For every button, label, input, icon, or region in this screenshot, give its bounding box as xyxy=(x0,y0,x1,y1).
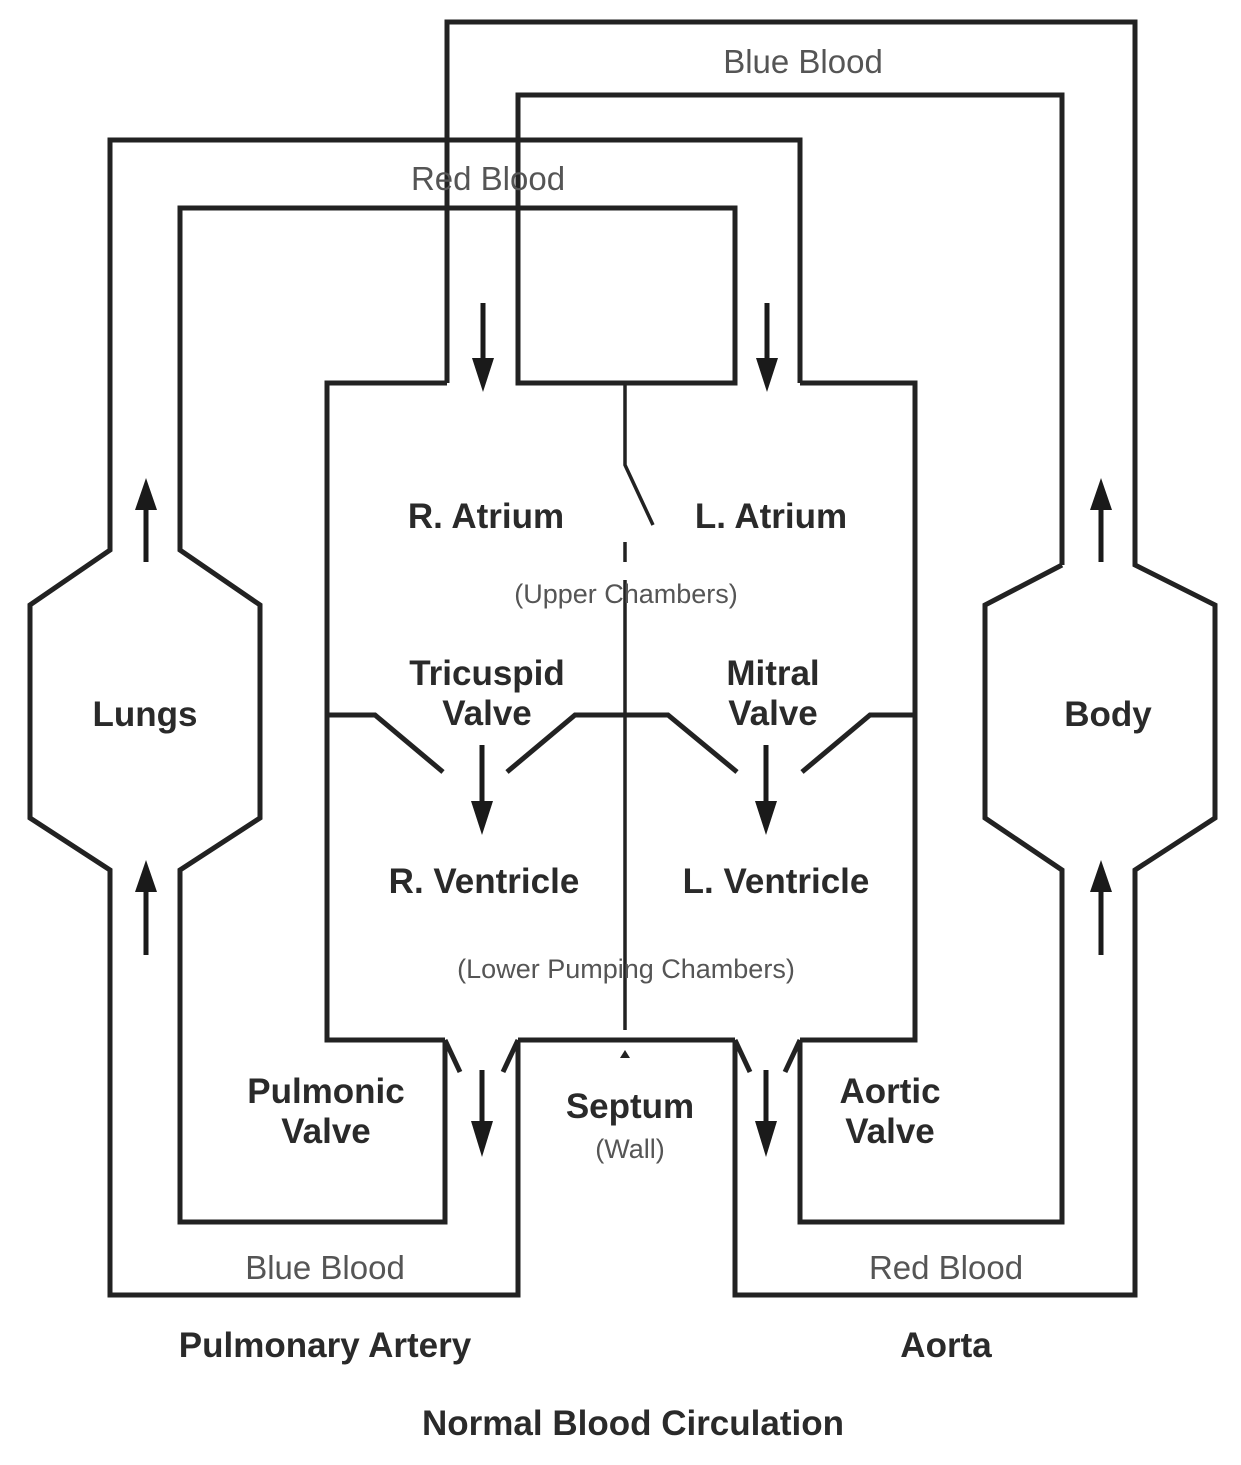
aortic-valve-label-line2: Valve xyxy=(845,1112,935,1151)
arrow-into-right-atrium xyxy=(472,303,494,392)
arrow-mitral-flow xyxy=(755,745,777,835)
septum-pointer xyxy=(620,1050,630,1058)
blue-blood-top-label: Blue Blood xyxy=(723,43,883,80)
arrow-tricuspid-flow xyxy=(471,745,493,835)
arrow-body-up-top xyxy=(1090,478,1112,562)
pulmonic-valve-label-line1: Pulmonic xyxy=(247,1072,405,1111)
pulmonic-valve-left-flap xyxy=(442,1038,463,1074)
aortic-valve-label-line1: Aortic xyxy=(839,1072,940,1111)
body-label: Body xyxy=(1064,695,1152,734)
tricuspid-valve-label-line2: Valve xyxy=(442,694,532,733)
mitral-valve-label-line2: Valve xyxy=(728,694,818,733)
diagram-title: Normal Blood Circulation xyxy=(422,1404,844,1443)
lower-chambers-label: (Lower Pumping Chambers) xyxy=(457,954,795,984)
arrow-aortic-flow xyxy=(755,1070,777,1157)
tricuspid-valve-left-flap xyxy=(327,712,445,774)
tricuspid-valve-right-flap xyxy=(505,712,739,774)
blue-blood-bottom-label: Blue Blood xyxy=(245,1249,405,1286)
septum-wall-note: (Wall) xyxy=(595,1134,664,1164)
mitral-valve-right-flap xyxy=(800,712,915,774)
septum-label: Septum xyxy=(566,1087,694,1126)
pulmonic-valve-right-flap xyxy=(500,1038,521,1074)
lungs-label: Lungs xyxy=(93,695,198,734)
blue-blood-return-path xyxy=(444,19,1218,1298)
aortic-valve-right-flap xyxy=(782,1038,803,1074)
arrow-lungs-up-bottom xyxy=(135,860,157,955)
arrow-lungs-up-top xyxy=(135,478,157,562)
aorta-label: Aorta xyxy=(900,1326,992,1365)
arrow-pulmonic-flow xyxy=(471,1070,493,1157)
arrow-body-up-bottom xyxy=(1090,860,1112,955)
heart-upper-right-wall xyxy=(800,380,918,1043)
red-blood-top-label: Red Blood xyxy=(411,160,565,197)
pulmonary-artery-label: Pulmonary Artery xyxy=(179,1326,472,1365)
left-atrium-label: L. Atrium xyxy=(695,497,847,536)
arrow-into-left-atrium xyxy=(756,303,778,392)
tricuspid-valve-label-line1: Tricuspid xyxy=(409,654,565,693)
heart-upper-left-wall xyxy=(324,380,447,1043)
upper-chambers-label: (Upper Chambers) xyxy=(514,579,738,609)
pulmonic-valve-label-line2: Valve xyxy=(281,1112,371,1151)
septum-upper xyxy=(623,383,655,526)
right-atrium-label: R. Atrium xyxy=(408,497,564,536)
mitral-valve-label-line1: Mitral xyxy=(726,654,819,693)
left-ventricle-label: L. Ventricle xyxy=(683,862,870,901)
aorta-path xyxy=(177,92,1065,1225)
pulmonary-return-path xyxy=(27,137,803,1298)
red-blood-bottom-label: Red Blood xyxy=(869,1249,1023,1286)
body-inner-wall xyxy=(797,562,1065,1225)
aortic-valve-left-flap xyxy=(732,1038,753,1074)
right-ventricle-label: R. Ventricle xyxy=(389,862,580,901)
